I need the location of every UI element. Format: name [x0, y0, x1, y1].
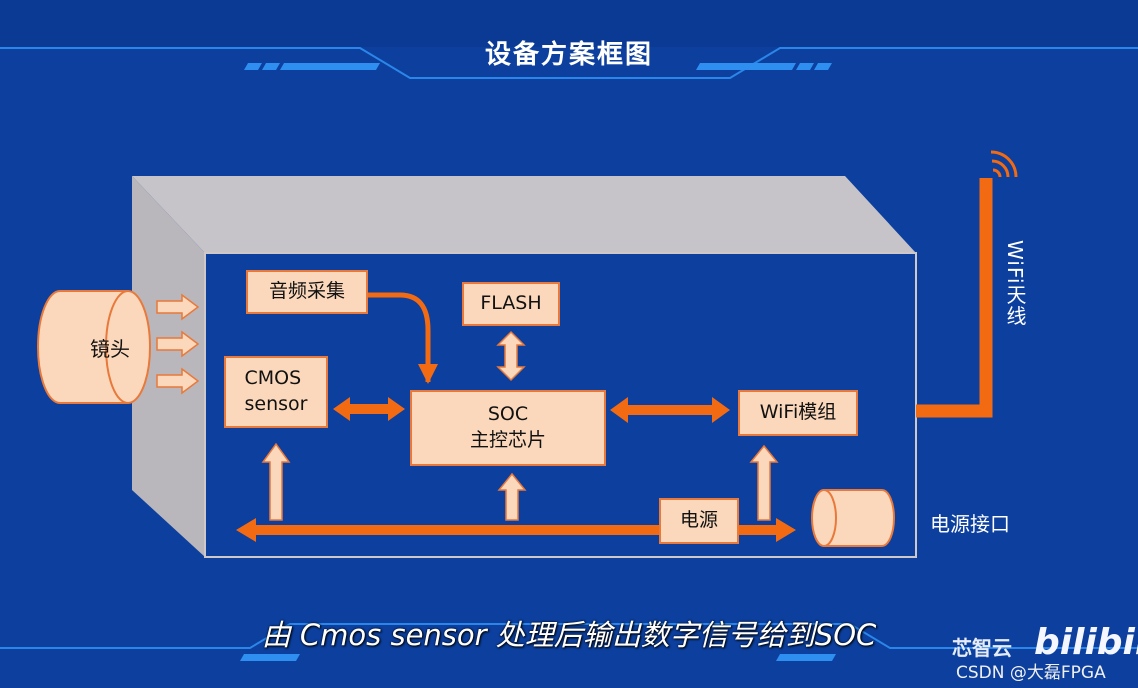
wifi-antenna-label: WiFi天线	[1003, 240, 1027, 327]
soc-box: SOC 主控芯片	[410, 390, 606, 466]
power-up-arrows	[261, 442, 779, 521]
brand-watermark: 芯智云	[952, 636, 1012, 660]
audio-soc-arrow	[368, 292, 438, 384]
cmos-sensor-label: CMOS sensor	[244, 367, 308, 415]
bilibili-logo: bilibili	[1034, 622, 1138, 663]
lens-label: 镜头	[90, 337, 130, 361]
power-port-label: 电源接口	[930, 512, 1010, 536]
lens-light-arrows	[156, 293, 200, 395]
soc-label: SOC 主控芯片	[469, 403, 546, 451]
power-box: 电源	[659, 498, 739, 544]
cmos-sensor-box: CMOS sensor	[224, 356, 328, 428]
soc-wifi-arrow	[610, 397, 730, 423]
audio-capture-label: 音频采集	[268, 280, 345, 303]
csdn-watermark: CSDN @大磊FPGA	[956, 663, 1106, 683]
power-bus-arrow	[236, 518, 796, 542]
audio-capture-box: 音频采集	[246, 270, 368, 314]
wifi-module-label: WiFi模组	[759, 401, 837, 424]
flash-soc-arrow	[496, 330, 526, 382]
video-subtitle: 由 Cmos sensor 处理后输出数字信号给到SOC	[261, 618, 877, 652]
power-port-cylinder	[811, 489, 895, 547]
wifi-module-box: WiFi模组	[738, 390, 858, 436]
footer-frame	[0, 623, 1138, 661]
lens-cylinder	[37, 290, 151, 404]
power-label: 电源	[679, 509, 718, 532]
wifi-antenna	[916, 150, 1018, 418]
flash-label: FLASH	[480, 292, 542, 315]
page-title: 设备方案框图	[484, 40, 653, 70]
flash-box: FLASH	[462, 282, 560, 326]
cmos-soc-arrow	[333, 397, 405, 421]
header-frame	[0, 0, 1138, 79]
